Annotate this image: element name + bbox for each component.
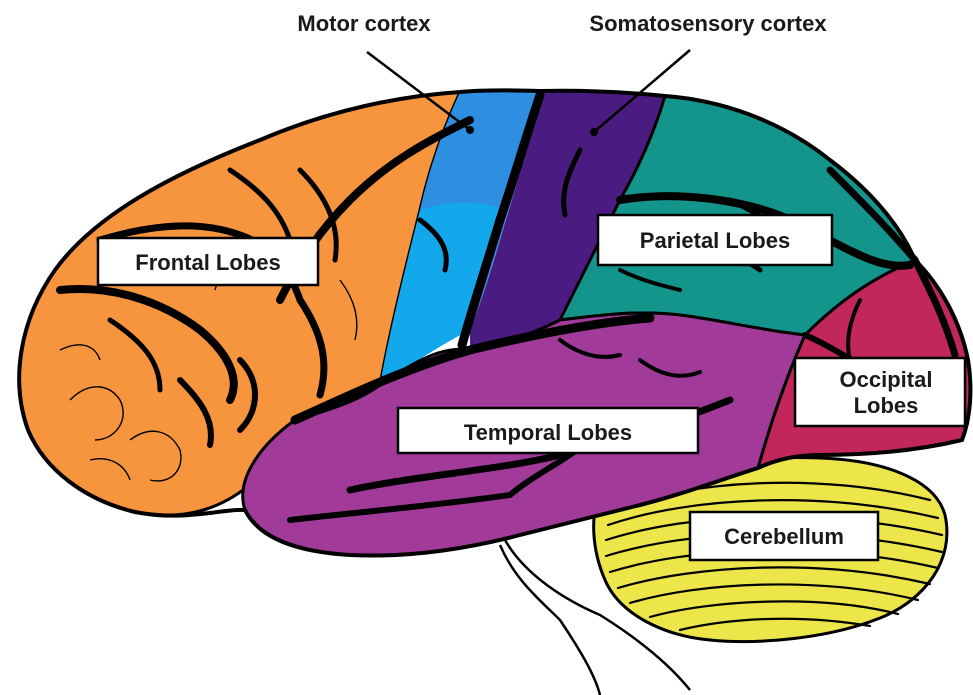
frontal-lobes-label: Frontal Lobes xyxy=(135,250,280,275)
occipital-lobes-label-line2: Lobes xyxy=(854,393,919,418)
motor-cortex-pointer-dot xyxy=(466,126,474,134)
frontal-lobes-label-box: Frontal Lobes xyxy=(98,238,318,285)
temporal-lobes-label: Temporal Lobes xyxy=(464,420,632,445)
brain-stem-front xyxy=(500,545,600,695)
parietal-lobes-label: Parietal Lobes xyxy=(640,228,790,253)
somatosensory-cortex-label: Somatosensory cortex xyxy=(589,11,827,36)
somatosensory-pointer-dot xyxy=(590,128,598,136)
cerebellum-label: Cerebellum xyxy=(724,524,844,549)
parietal-lobes-label-box: Parietal Lobes xyxy=(598,215,832,265)
occipital-lobes-label-box: Occipital Lobes xyxy=(795,358,965,426)
occipital-lobes-label-line1: Occipital xyxy=(840,367,933,392)
cerebellum-label-box: Cerebellum xyxy=(690,512,878,560)
motor-cortex-label: Motor cortex xyxy=(297,11,431,36)
temporal-lobes-label-box: Temporal Lobes xyxy=(398,408,698,453)
